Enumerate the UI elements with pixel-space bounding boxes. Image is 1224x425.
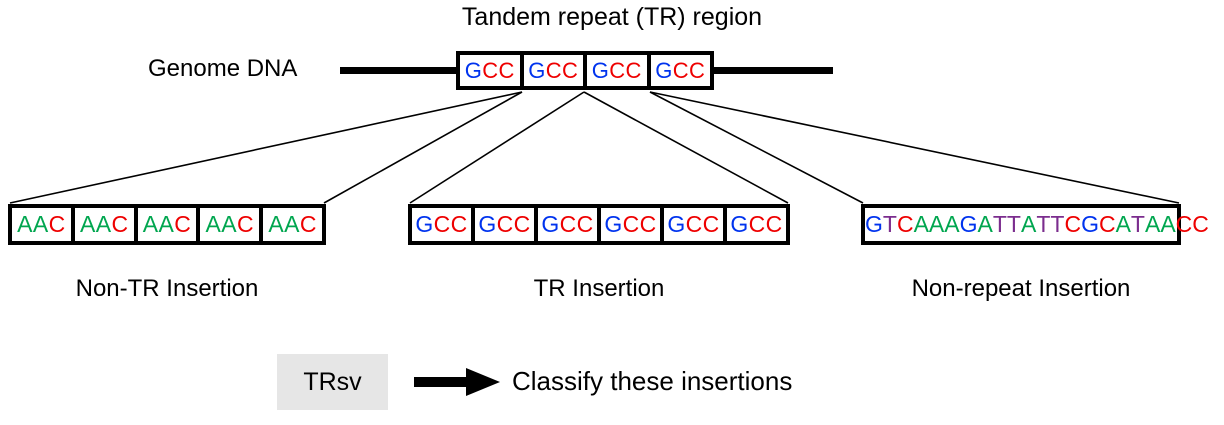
classify-action-text: Classify these insertions: [512, 366, 793, 396]
caption-tr-insertion: TR Insertion: [533, 275, 665, 302]
genome-dna-label: Genome DNA: [148, 55, 298, 82]
genome-dna-line-left: [340, 67, 457, 74]
genome-dna-line-right: [712, 67, 833, 74]
right-arrow-icon: [414, 368, 500, 396]
caption-non-tr-insertion: Non-TR Insertion: [75, 275, 259, 302]
page-title: Tandem repeat (TR) region: [461, 3, 763, 31]
caption-non-repeat-insertion: Non-repeat Insertion: [911, 275, 1131, 302]
trsv-tool-box: TRsv: [277, 354, 388, 410]
